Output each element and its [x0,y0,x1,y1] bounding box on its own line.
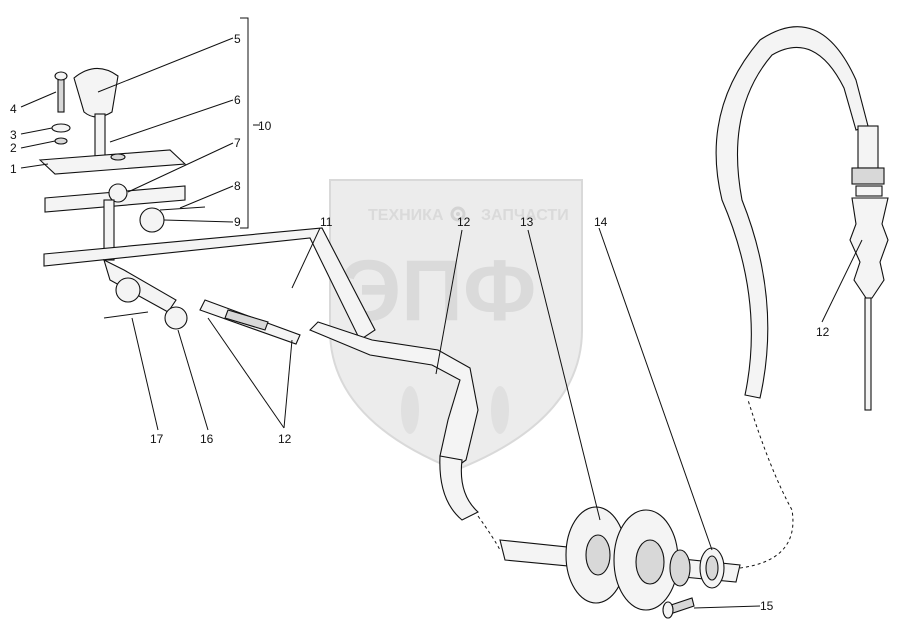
flange-13b-hole [635,539,665,585]
group-bracket-10 [240,17,249,229]
callout-7: 7 [234,136,241,150]
plate-1 [38,149,187,175]
nut-2 [54,137,68,145]
lever-rod-lower [103,199,115,261]
callout-11: 11 [320,215,333,229]
cable-hose [439,455,479,521]
cotter-8 [159,206,206,211]
cable-washer [855,185,883,197]
callout-12-right: 12 [816,325,830,339]
bulkhead-fittings [565,506,725,619]
cable-loop [715,26,869,399]
linkage-arm [103,258,177,313]
callout-15: 15 [760,599,774,613]
washer-3 [51,123,71,133]
callout-labels: 4 3 2 1 5 6 7 8 9 10 11 12 13 14 12 17 1… [10,32,830,613]
flange-13a-hole [585,534,611,576]
callout-14: 14 [594,215,608,229]
cable-ferrule [857,125,879,169]
pivot-bolt-7 [108,183,128,203]
callout-8: 8 [234,179,241,193]
screw-head-4 [54,71,68,81]
pin-9 [139,207,165,233]
cotter-17 [103,311,149,319]
bolt-15-head [662,601,674,619]
plate-hole [110,153,126,161]
callout-9: 9 [234,215,241,229]
knob [73,67,119,118]
linkage-eye [115,277,141,303]
watermark-logo: ЭПФ [340,243,536,339]
lever-rod-upper [94,113,106,161]
cable-dashed-right [739,399,794,569]
callout-2: 2 [10,141,17,155]
callout-17: 17 [150,432,164,446]
watermark: ТЕХНИКА ЗАПЧАСТИ ЭПФ [329,179,583,472]
callout-3: 3 [10,128,17,142]
cable-core [864,297,872,411]
callout-16: 16 [200,432,214,446]
callout-1: 1 [10,162,17,176]
gear-icon [450,206,466,222]
bracket-11 [43,227,376,341]
callout-13: 13 [520,215,534,229]
callout-4: 4 [10,102,17,116]
callout-12-top: 12 [457,215,471,229]
leader-lines [20,37,863,609]
watermark-brand-left: ТЕХНИКА [368,207,444,224]
screw-4 [57,77,65,113]
callout-5: 5 [234,32,241,46]
gear-lever-assembly [38,67,376,341]
callout-10: 10 [258,119,272,133]
cable-nut [851,167,885,185]
callout-12-bottom: 12 [278,432,292,446]
cable-thread [224,309,269,331]
bushing [669,549,691,587]
pin-16 [164,306,188,330]
cable-dashed-lower [477,515,501,551]
cable-12 [199,26,889,583]
sleeve-14-hole [705,555,719,581]
cable-boot [849,197,889,299]
callout-6: 6 [234,93,241,107]
watermark-brand-right: ЗАПЧАСТИ [481,207,569,224]
